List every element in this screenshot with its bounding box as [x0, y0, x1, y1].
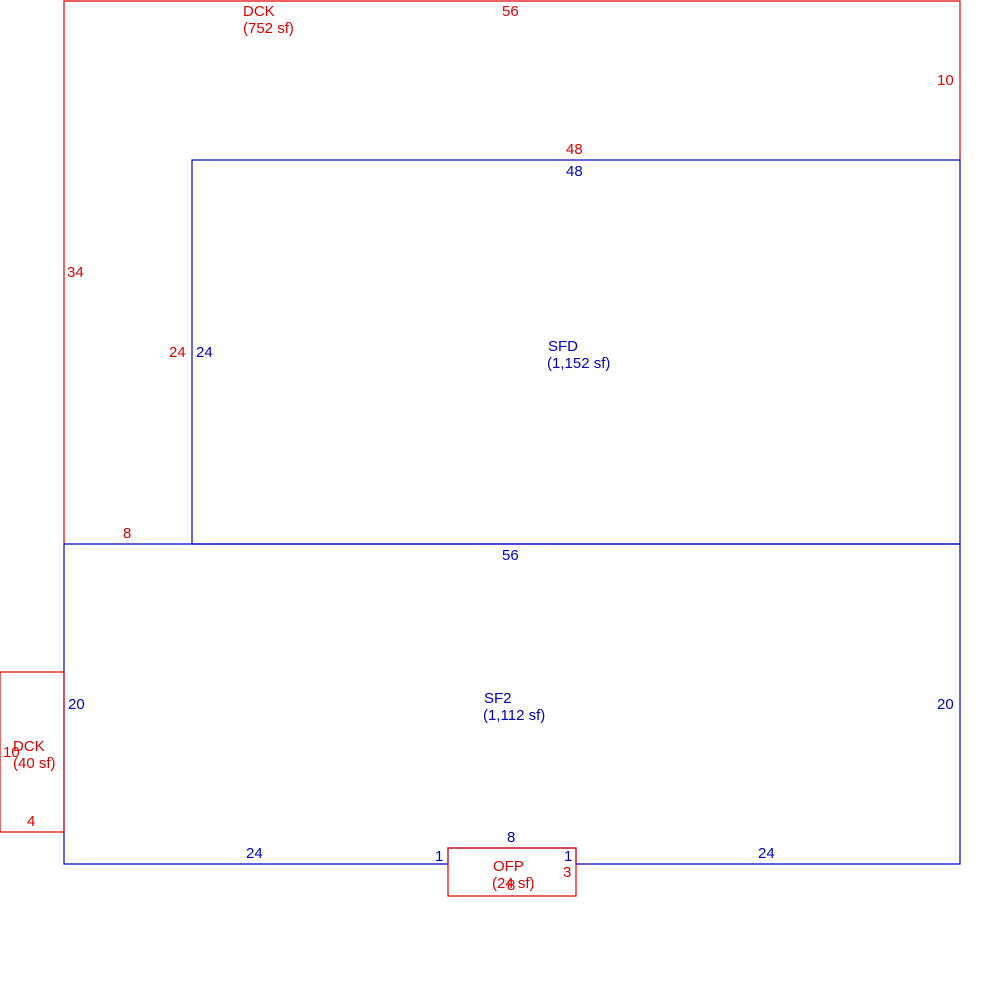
ofp-code: OFP: [493, 858, 524, 875]
sf2-code: SF2: [484, 690, 512, 707]
ofp-dim-bottom: 8: [507, 877, 515, 894]
sfd-area: (1,152 sf): [547, 355, 610, 372]
dck-top-outline: [63, 0, 961, 544]
sf2-area: (1,112 sf): [483, 707, 545, 724]
dck-top-dim-top: 56: [502, 3, 519, 20]
sf2-dim-bottom-left: 24: [246, 845, 263, 862]
sfd-dim-top: 48: [566, 163, 583, 180]
dck-top-dim-bottom: 8: [123, 525, 131, 542]
sfd-code: SFD: [548, 338, 578, 355]
ofp-dim-right: 3: [563, 864, 571, 881]
dck-top-dim-inner-left: 24: [169, 344, 186, 361]
dck-left-code: DCK: [13, 738, 45, 755]
dck-left-outline: [0, 671, 65, 833]
sf2-dim-notch-top: 8: [507, 829, 515, 846]
dck-top-code: DCK: [243, 3, 275, 20]
sf2-outline: [63, 543, 961, 865]
sf2-dim-notch-right: 1: [564, 848, 572, 865]
dck-top-dim-right: 10: [937, 72, 954, 89]
sf2-dim-top: 56: [502, 547, 519, 564]
dck-left-dim-left: 10: [3, 744, 20, 761]
dck-left-area: (40 sf): [13, 755, 56, 772]
dck-left-dim-bottom: 4: [27, 813, 35, 830]
sf2-dim-notch-left: 1: [435, 848, 443, 865]
dck-top-dim-left: 34: [67, 264, 84, 281]
ofp-outline: [447, 847, 577, 897]
dck-top-dim-inner-top: 48: [566, 141, 583, 158]
dck-top-area: (752 sf): [243, 20, 294, 37]
sf2-dim-left: 20: [68, 696, 85, 713]
ofp-area: (24 sf): [492, 875, 535, 892]
sf2-dim-right: 20: [937, 696, 954, 713]
sf2-dim-bottom-right: 24: [758, 845, 775, 862]
sfd-dim-left: 24: [196, 344, 213, 361]
